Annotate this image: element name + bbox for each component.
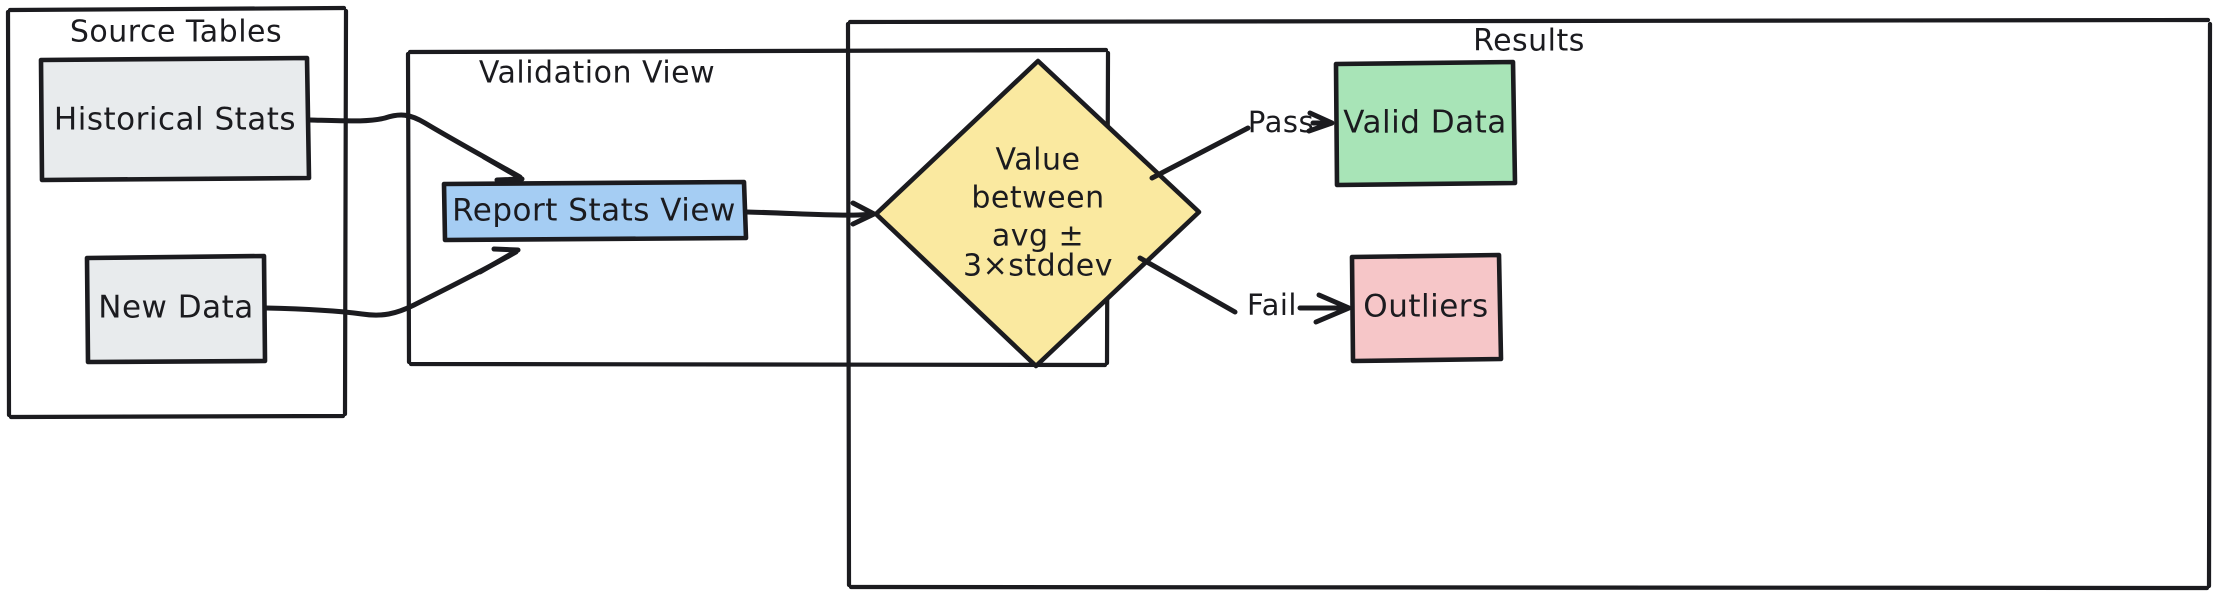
group-validation-view: Validation View xyxy=(405,47,1111,368)
value-check-label-line-1: Value xyxy=(996,143,1081,178)
edge-report-to-check-line xyxy=(744,209,875,218)
edge-check-to-valid-arrowhead xyxy=(1306,110,1335,134)
outliers-label: Outliers xyxy=(1363,289,1488,325)
edge-check-to-outliers-arrowhead xyxy=(1297,292,1352,325)
edge-report-to-check xyxy=(744,200,877,227)
report-stats-view-shape xyxy=(441,179,749,243)
report-stats-view-label: Report Stats View xyxy=(452,193,736,229)
edge-report-to-check-arrowhead xyxy=(850,200,877,227)
node-new-data[interactable]: New Data xyxy=(84,253,268,365)
edge-check-to-valid-label: Pass xyxy=(1248,105,1314,139)
historical-stats-shape xyxy=(38,55,312,183)
edge-historical-to-report xyxy=(307,112,525,183)
edge-historical-to-report-arrowhead xyxy=(481,154,525,183)
node-historical-stats[interactable]: Historical Stats xyxy=(38,55,312,183)
edge-newdata-to-report xyxy=(263,246,521,318)
edge-check-to-outliers-label: Fail xyxy=(1247,288,1297,322)
node-outliers[interactable]: Outliers xyxy=(1349,252,1504,364)
node-value-check[interactable]: Value between avg ± 3×stddev xyxy=(873,58,1202,369)
value-check-label-line-2: between xyxy=(971,181,1104,216)
group-source-tables: Source Tables xyxy=(5,5,349,420)
edge-check-to-valid: Pass xyxy=(1149,105,1335,181)
historical-stats-label: Historical Stats xyxy=(54,102,296,138)
edge-check-to-valid-line xyxy=(1149,125,1251,181)
edge-check-to-outliers: Fail xyxy=(1137,255,1352,325)
source-tables-title: Source Tables xyxy=(70,15,282,50)
valid-data-shape xyxy=(1333,59,1518,188)
valid-data-label: Valid Data xyxy=(1343,105,1507,141)
outliers-shape xyxy=(1349,252,1504,364)
edge-newdata-to-report-arrowhead xyxy=(477,246,521,275)
node-valid-data[interactable]: Valid Data xyxy=(1333,59,1518,188)
new-data-label: New Data xyxy=(98,290,254,326)
value-check-shape xyxy=(873,58,1202,369)
value-check-label-line-3: avg ± xyxy=(992,219,1084,254)
results-frame xyxy=(845,17,2213,591)
source-tables-frame xyxy=(5,5,349,420)
edge-newdata-to-report-line xyxy=(263,249,519,318)
edge-check-to-outliers-line xyxy=(1137,255,1238,315)
new-data-shape xyxy=(84,253,268,365)
edge-historical-to-report-line xyxy=(307,112,523,180)
validation-view-title: Validation View xyxy=(479,56,715,91)
value-check-label-line-4: 3×stddev xyxy=(963,249,1113,284)
group-results: Results xyxy=(845,17,2213,591)
node-report-stats-view[interactable]: Report Stats View xyxy=(441,179,749,243)
results-title: Results xyxy=(1473,24,1585,59)
